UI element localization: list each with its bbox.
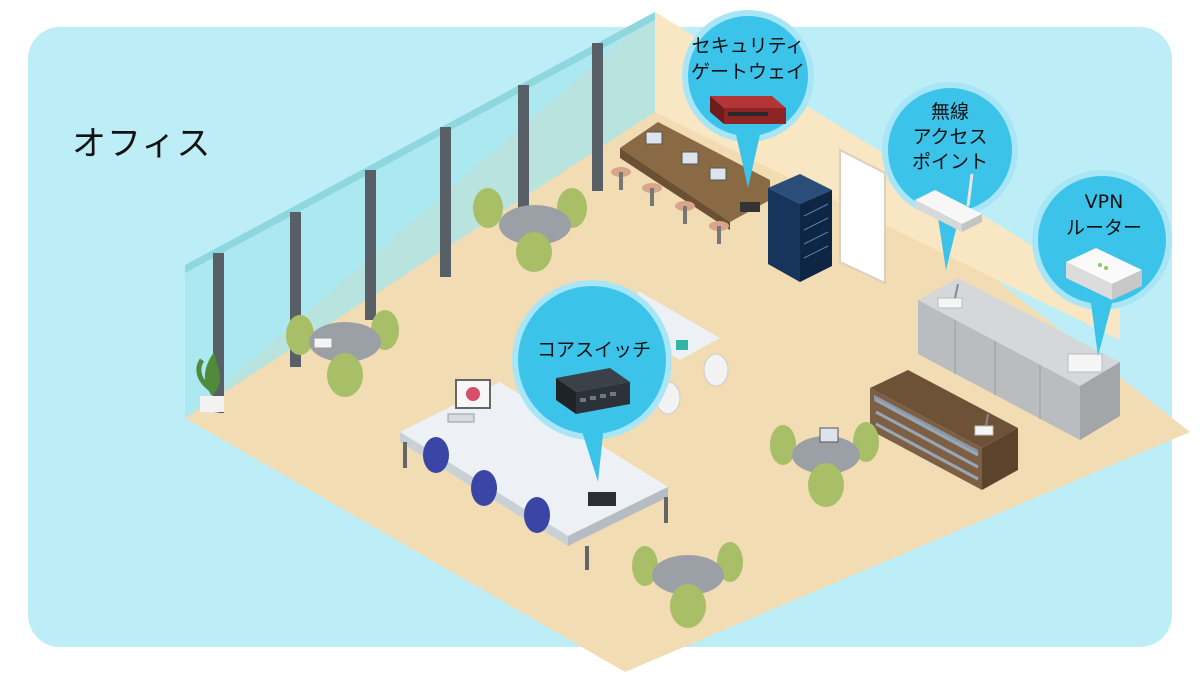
filing-cabinet-ap: [974, 413, 994, 436]
vpn-router-icon: [1066, 248, 1142, 300]
wireless-ap-icon: [915, 173, 982, 232]
wireless-ap-label-line3: ポイント: [912, 151, 988, 173]
callout-security-gateway: セキュリティ ゲートウェイ: [682, 10, 814, 188]
bar-stools: [611, 167, 729, 244]
core-switch-icon: [556, 368, 630, 414]
cabinet-vpn-router: [1067, 353, 1103, 373]
callout-core-switch: コアスイッチ: [512, 280, 672, 482]
vpn-router-label-line2: ルーター: [1066, 217, 1142, 239]
callout-vpn-router: VPN ルーター: [1032, 170, 1172, 356]
counter-router: [740, 202, 760, 212]
wireless-ap-label-line2: アクセス: [912, 126, 987, 148]
desk-core-switch: [588, 492, 616, 506]
security-gateway-icon: [710, 96, 786, 124]
door: [839, 148, 886, 285]
security-gateway-label-line1: セキュリティ: [692, 35, 805, 57]
desk-monitor: [447, 379, 491, 423]
pc-counter: [620, 122, 770, 230]
wireless-ap-label-line1: 無線: [931, 101, 969, 123]
core-switch-label: コアスイッチ: [537, 339, 651, 361]
potted-plant: [196, 352, 224, 413]
round-table-left: [286, 310, 399, 397]
server-rack: [768, 174, 832, 282]
round-table-back: [473, 188, 587, 272]
security-gateway-label-line2: ゲートウェイ: [691, 61, 805, 83]
vpn-router-label-line1: VPN: [1085, 191, 1124, 213]
blue-chairs: [423, 437, 550, 533]
callout-wireless-ap: 無線 アクセス ポイント: [882, 82, 1018, 270]
cabinet-access-point: [937, 283, 963, 309]
round-table-right: [770, 422, 879, 507]
round-table-front: [632, 542, 743, 628]
glass-wall-pillars: [213, 43, 603, 413]
scene-title: オフィス: [72, 124, 212, 164]
